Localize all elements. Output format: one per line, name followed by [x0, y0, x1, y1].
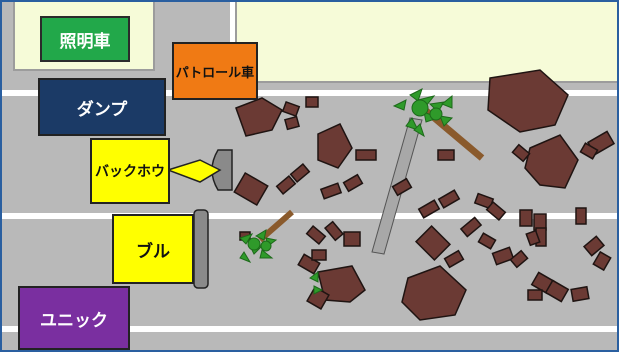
debris-block [519, 209, 533, 227]
vehicle-patrol: パトロール車 [172, 42, 258, 100]
debris-block [491, 246, 515, 266]
debris-block [305, 96, 319, 108]
lane-line [0, 90, 619, 96]
debris-block [311, 249, 327, 261]
debris-block [319, 182, 343, 200]
debris-block [579, 142, 599, 160]
lane-line [0, 213, 619, 219]
debris-block [275, 174, 297, 196]
debris-slab [524, 134, 579, 189]
debris-slab [487, 69, 569, 133]
debris-block [477, 232, 497, 250]
debris-block [592, 250, 612, 272]
tree-foliage [309, 271, 324, 295]
debris-block [289, 162, 311, 184]
debris-block [511, 143, 531, 163]
debris-block [283, 115, 301, 131]
debris-block [343, 231, 361, 247]
debris-block [437, 189, 461, 209]
debris-block [355, 149, 377, 161]
debris-block [281, 100, 301, 118]
backhoe-arrow [165, 159, 222, 183]
bulldozer-blade [193, 209, 209, 289]
debris-block [414, 224, 452, 262]
debris-block [342, 173, 364, 193]
vehicle-bulldozer: ブル [112, 214, 194, 284]
debris-slab [401, 265, 467, 321]
debris-block [323, 220, 345, 242]
debris-block [582, 235, 606, 257]
vehicle-dump: ダンプ [38, 78, 166, 136]
debris-block [306, 286, 330, 310]
tree-foliage [392, 88, 454, 138]
debris-slab [317, 123, 353, 169]
vehicle-backhoe: バックホウ [90, 138, 170, 204]
debris-block [570, 285, 590, 303]
debris-block [305, 224, 327, 246]
debris-block [544, 279, 570, 303]
debris-block [443, 249, 465, 269]
vehicle-unic: ユニック [18, 286, 130, 350]
debris-block [417, 199, 441, 219]
vehicle-lighting: 照明車 [40, 16, 130, 62]
debris-block [391, 177, 413, 197]
debris-block [527, 289, 543, 301]
debris-block [437, 149, 455, 161]
lane-line [0, 326, 619, 332]
sidewalk-right [235, 0, 619, 83]
debris-block [525, 229, 541, 247]
debris-block [459, 216, 483, 238]
debris-block [509, 249, 529, 269]
debris-block [233, 171, 269, 207]
tree-foliage [239, 228, 278, 264]
debris-block [485, 200, 507, 222]
debris-block [575, 207, 587, 225]
